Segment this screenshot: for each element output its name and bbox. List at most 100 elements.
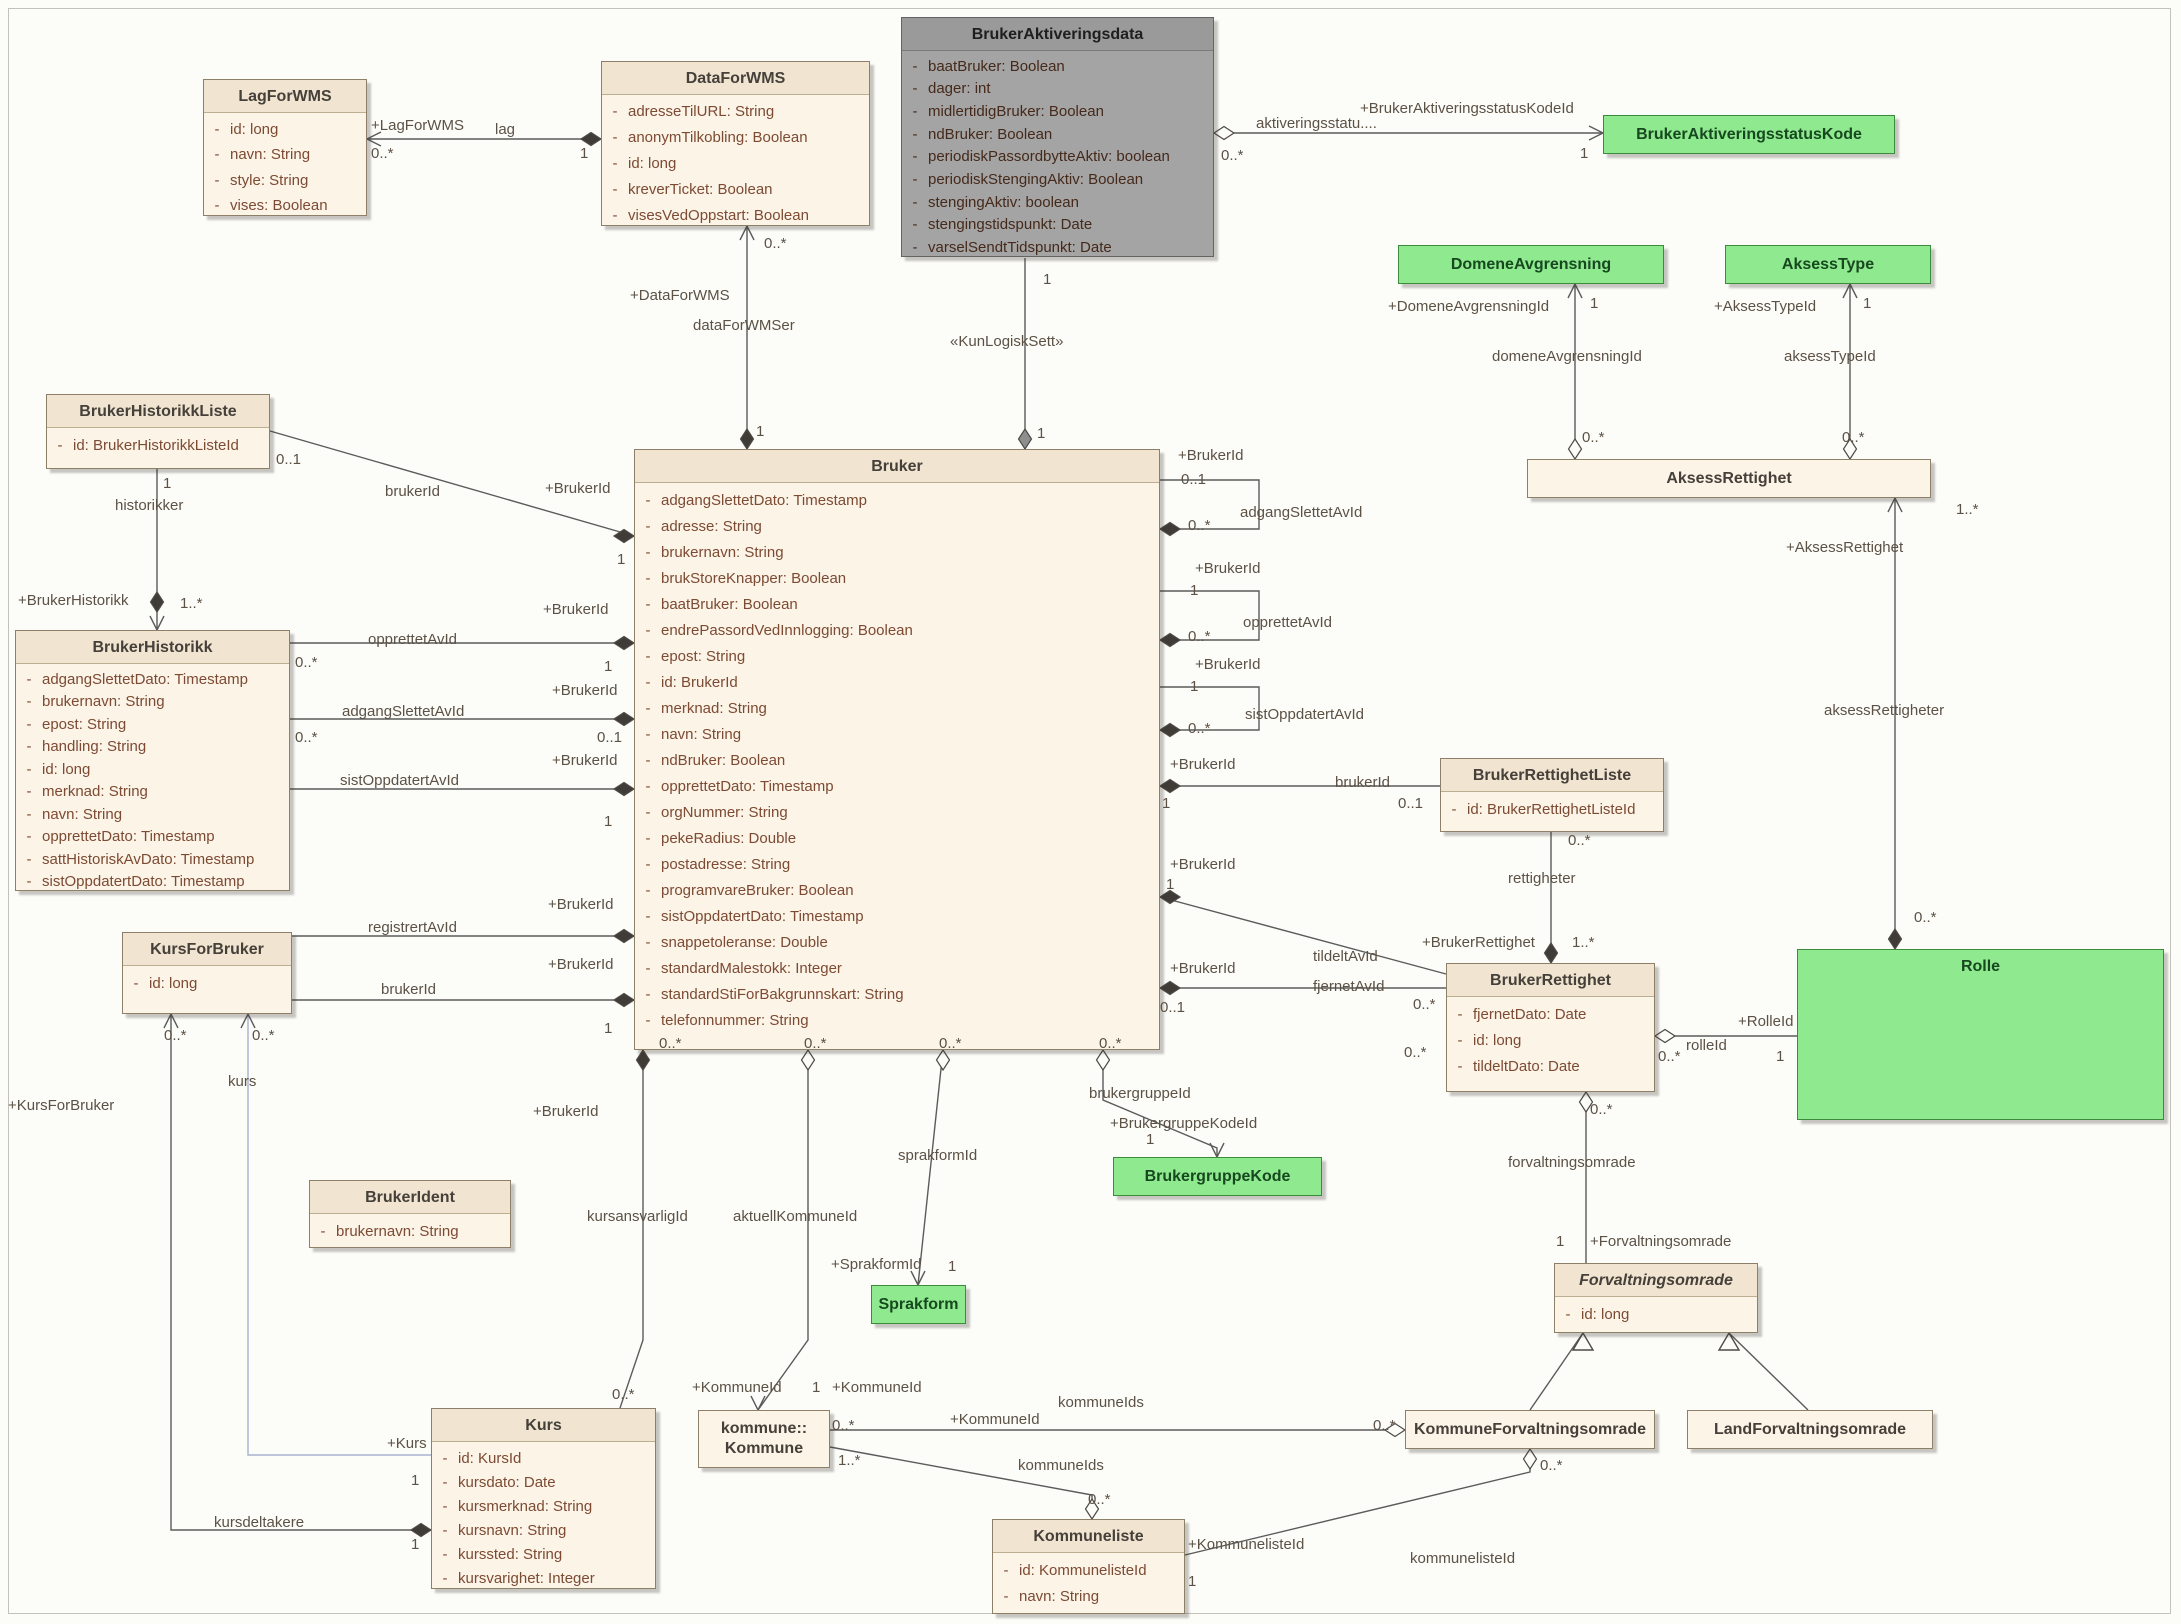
class-attribute: -id: long [204,117,366,142]
edge-label: 0..* [1413,996,1436,1013]
edge-label: 1 [163,475,172,492]
class-attribute: -merknad: String [16,781,289,804]
attribute-text: kursmerknad: String [458,1497,593,1515]
edge-label: aksessRettigheter [1824,702,1945,719]
class-landforvaltningsomrade[interactable]: LandForvaltningsomrade [1687,1410,1933,1449]
visibility-private-symbol: - [1457,1031,1463,1049]
attribute-text: telefonnummer: String [661,1011,809,1029]
attribute-text: id: long [1473,1031,1522,1049]
visibility-private-symbol: - [645,985,651,1003]
class-attribute: -ndBruker: Boolean [635,747,1159,773]
edge-label: 0..* [1188,517,1211,534]
class-kursforbruker[interactable]: KursForBruker-id: long [122,932,292,1014]
edge-label: 0..1 [1398,795,1424,812]
class-dataforwms[interactable]: DataForWMS-adresseTilURL: String-anonymT… [601,61,870,226]
class-aksessrettighet[interactable]: AksessRettighet [1527,459,1931,498]
visibility-private-symbol: - [912,148,918,166]
class-brukerrettighetliste[interactable]: BrukerRettighetListe-id: BrukerRettighet… [1440,758,1664,832]
edge-label: 1 [1037,425,1046,442]
class-brukerrettighet[interactable]: BrukerRettighet-fjernetDato: Date-id: lo… [1446,963,1655,1092]
class-kommune[interactable]: kommune::Kommune [698,1410,830,1468]
class-attribute: -style: String [204,168,366,193]
class-kommuneliste[interactable]: Kommuneliste-id: KommunelisteId-navn: St… [992,1519,1185,1614]
class-aksesstype[interactable]: AksessType [1725,245,1931,284]
class-kurs[interactable]: Kurs-id: KursId-kursdato: Date-kursmerkn… [431,1408,656,1589]
visibility-private-symbol: - [214,171,220,189]
edge-label: 1 [1556,1233,1565,1250]
class-brukeraktiveringsdata[interactable]: BrukerAktiveringsdata - baatBruker: Boolea… [901,17,1214,257]
aggregation-diamond-icon [1578,1090,1594,1114]
edge-label: 0..* [1540,1457,1563,1474]
visibility-private-symbol: - [612,129,618,147]
edge-label: +BrukerId [545,480,611,497]
class-title: BrukerAktiveringsdata [902,18,1213,51]
edge-label: 0..* [1188,628,1211,645]
edge-label: 1 [1162,795,1171,812]
class-bruker[interactable]: Bruker-adgangSlettetDato: Timestamp-adre… [634,449,1160,1050]
class-brukeraktiveringsstatuskode[interactable]: BrukerAktiveringsstatusKode [1603,115,1895,154]
attribute-text: endrePassordVedInnlogging: Boolean [661,621,913,639]
edge-label: +AksessTypeId [1714,298,1817,315]
attribute-compartment: -adgangSlettetDato: Timestamp-brukernavn… [16,664,289,893]
visibility-private-symbol: - [645,699,651,717]
class-sprakform[interactable]: Sprakform [871,1285,966,1324]
class-attribute: -sistOppdatertDato: Timestamp [635,903,1159,929]
attribute-compartment: -fjernetDato: Date-id: long-tildeltDato:… [1447,997,1654,1079]
composition-diamond-icon [635,1048,651,1072]
connector [917,1049,944,1286]
connector [1160,686,1260,731]
attribute-compartment: -brukernavn: String [310,1214,510,1244]
edge-label: 0..* [1373,1417,1396,1434]
class-attribute: -brukernavn: String [310,1218,510,1244]
class-title: AksessRettighet [1666,469,1792,487]
class-title: LandForvaltningsomrade [1713,1420,1907,1438]
edge-label: opprettetAvId [368,631,457,648]
attribute-text: midlertidigBruker: Boolean [928,103,1104,121]
edge-label: 1 [411,1536,420,1553]
class-attribute: -kursdato: Date [432,1470,655,1494]
class-title: kommune::Kommune [699,1417,829,1461]
edge-label: 1 [1190,678,1199,695]
edge-label: 0..* [1842,429,1865,446]
class-brukerhistorikk[interactable]: BrukerHistorikk-adgangSlettetDato: Times… [15,630,290,891]
class-kommuneforvaltningsomrade[interactable]: KommuneForvaltningsomrade [1405,1410,1655,1449]
class-rolle[interactable]: Rolle [1797,949,2164,1120]
attribute-text: stengingAktiv: boolean [928,193,1079,211]
attribute-text: adresseTilURL: String [628,103,775,121]
class-brukerhistorikkliste[interactable]: BrukerHistorikkListe-id: BrukerHistorikk… [46,394,270,469]
class-domeneavgrensning[interactable]: DomeneAvgrensning [1398,245,1664,284]
class-forvaltningsomrade[interactable]: Forvaltningsomrade-id: long [1554,1263,1758,1333]
edge-label: +BrukerRettighet [1422,934,1535,951]
class-brukergruppekode[interactable]: BrukergruppeKode [1113,1157,1322,1196]
attribute-compartment: -id: KommunelisteId-navn: String [993,1553,1184,1609]
visibility-private-symbol: - [214,196,220,214]
class-attribute: -sistOppdatertDato: Timestamp [16,871,289,894]
edge-label: +BrukerId [533,1103,599,1120]
class-attribute: -navn: String [204,142,366,167]
edge-label: 1 [604,1020,613,1037]
class-attribute: -id: long [16,758,289,781]
attribute-text: snappetoleranse: Double [661,933,828,951]
open-arrow-icon [365,131,382,147]
attribute-text: programvareBruker: Boolean [661,881,854,899]
attribute-text: navn: String [1019,1587,1100,1605]
class-brukerident[interactable]: BrukerIdent-brukernavn: String [309,1180,511,1248]
attribute-compartment: -id: KursId-kursdato: Date-kursmerknad: … [432,1442,655,1591]
visibility-private-symbol: - [645,491,651,509]
class-title: BrukerRettighet [1447,964,1654,997]
connector [1160,479,1260,530]
class-title: AksessType [1781,255,1875,273]
attribute-text: orgNummer: String [661,803,788,821]
composition-diamond-icon [579,131,603,147]
class-attribute: -midlertidigBruker: Boolean [902,100,1213,123]
class-lagforwms[interactable]: LagForWMS-id: long-navn: String-style: S… [203,79,367,216]
attribute-text: kursdato: Date [458,1473,556,1491]
edge-label: +Forvaltningsomrade [1590,1233,1732,1250]
attribute-text: baatBruker: Boolean [928,57,1065,75]
attribute-text: stengingstidspunkt: Date [928,216,1093,234]
class-attribute: -sattHistoriskAvDato: Timestamp [16,848,289,871]
edge-label: kursansvarligId [587,1208,688,1225]
composition-diamond-icon [739,427,755,451]
edge-label: 0..* [1404,1044,1427,1061]
